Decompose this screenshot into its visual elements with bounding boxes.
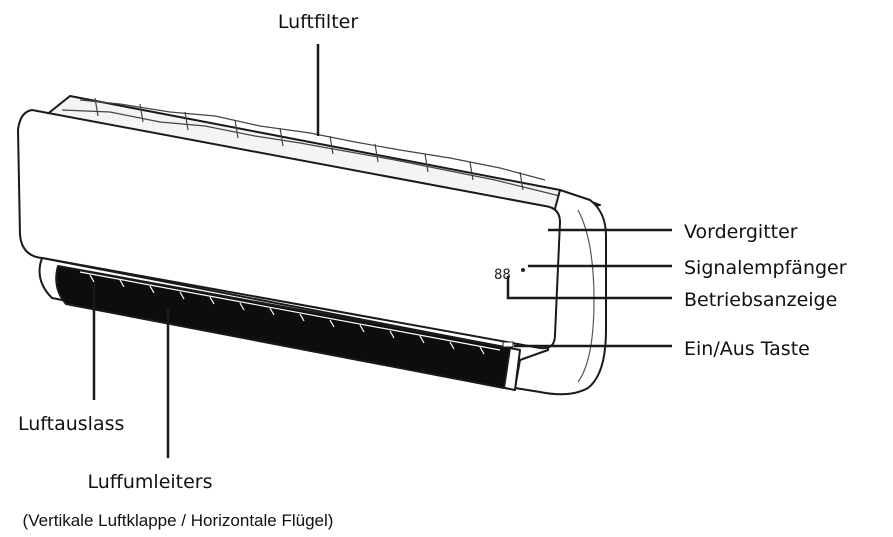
display-digits: 88 [494, 267, 511, 283]
leader-operation-indicator [506, 276, 672, 300]
label-air-deflector: Luffumleiters [87, 471, 212, 493]
front-grille-panel [17, 109, 561, 350]
label-front-grille: Vordergitter [684, 221, 798, 243]
signal-receiver-dot [521, 268, 525, 272]
louver-teeth [79, 271, 501, 355]
air-outlet-opening [55, 265, 511, 389]
label-on-off-button: Ein/Aus Taste [684, 338, 810, 360]
label-air-outlet: Luftauslass [18, 413, 124, 435]
leader-lines [92, 44, 672, 458]
air-filter-grid [61, 97, 561, 197]
label-signal-receiver: Signalempfänger [684, 257, 847, 279]
label-air-filter: Luftfilter [278, 11, 358, 33]
label-air-deflector-detail: (Vertikale Luftklappe / Horizontale Flüg… [23, 511, 334, 530]
indoor-unit [17, 95, 607, 396]
label-operation-indicator: Betriebsanzeige [684, 289, 837, 311]
unit-side-cap [514, 189, 607, 396]
on-off-button [502, 341, 514, 348]
